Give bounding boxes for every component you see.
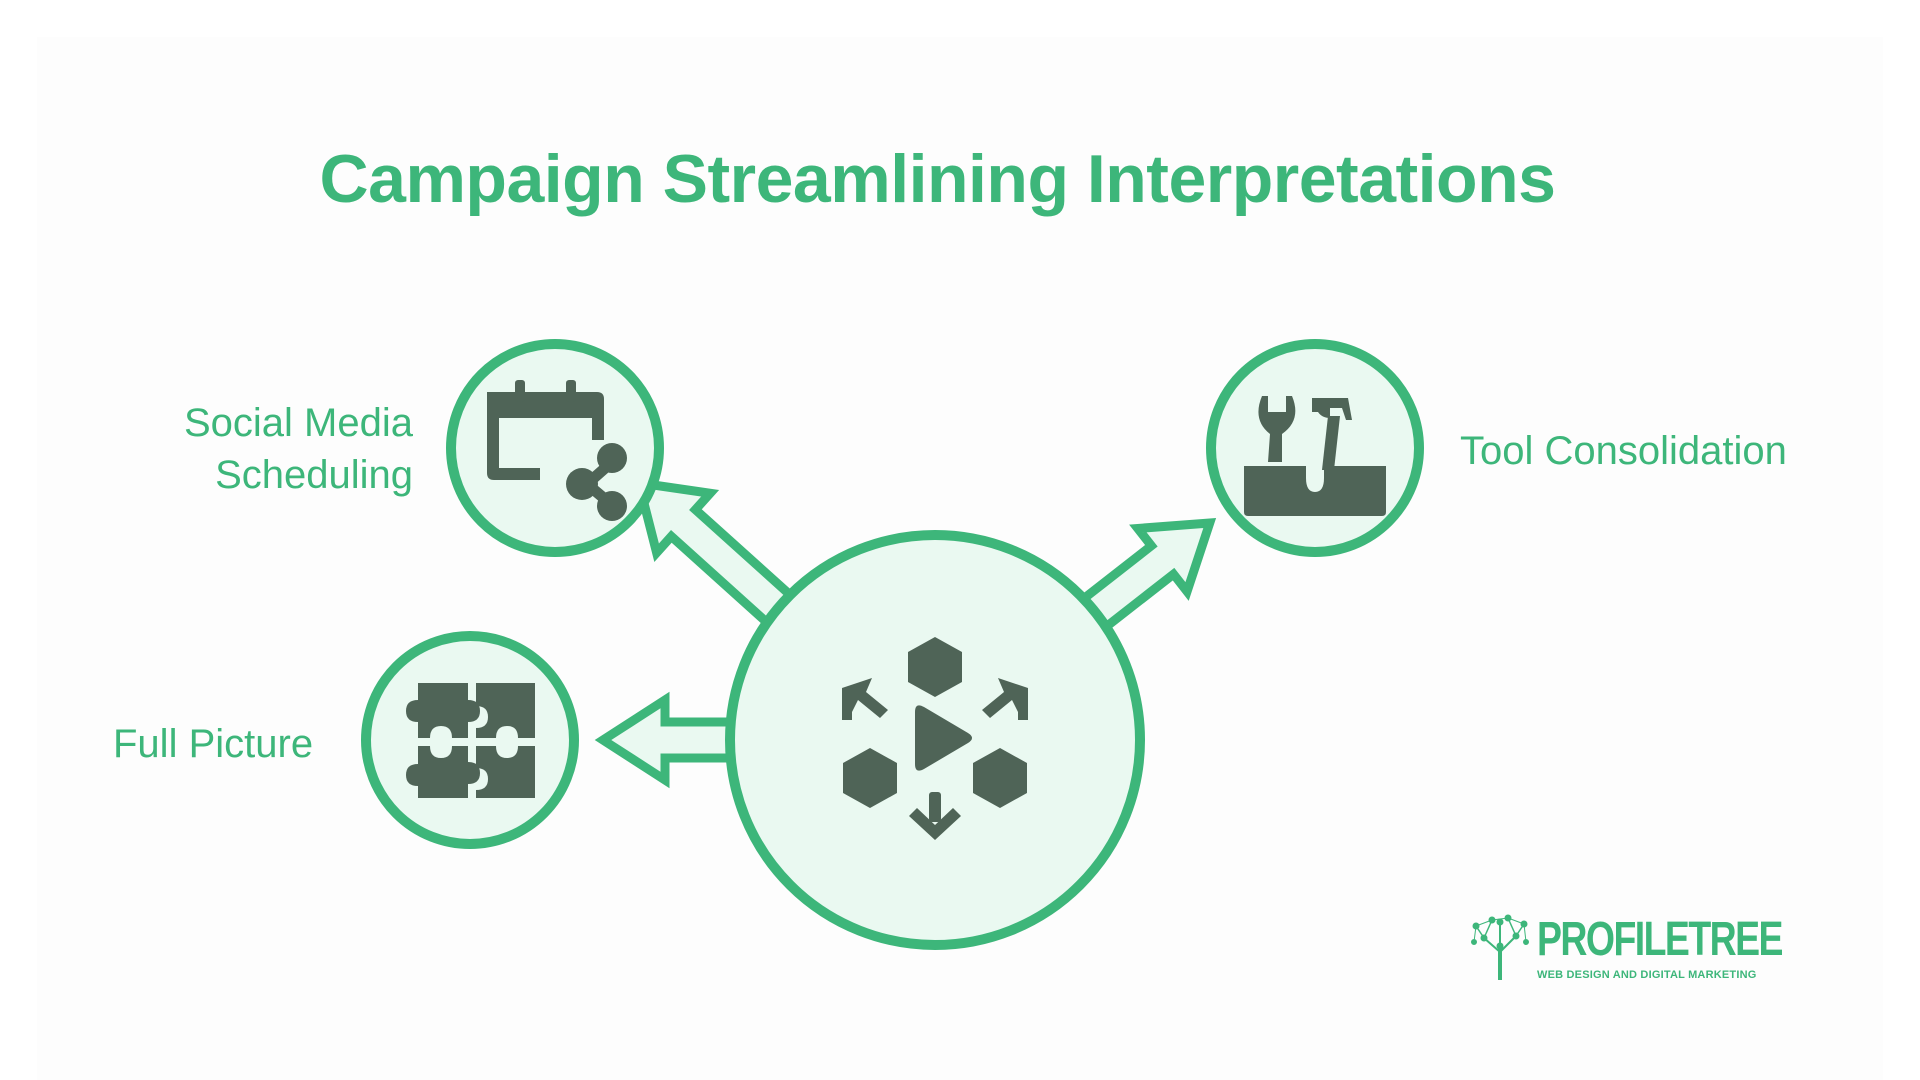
- toolbox-icon: [1244, 396, 1386, 516]
- tree-network-icon: [1471, 914, 1529, 980]
- calendar-share-icon: [487, 380, 627, 521]
- label-tool-consolidation: Tool Consolidation: [1460, 429, 1787, 473]
- label-social-line-2: Scheduling: [215, 453, 413, 497]
- logo-tagline: WEB DESIGN AND DIGITAL MARKETING: [1537, 969, 1757, 981]
- profiletree-logo: PROFILETREE WEB DESIGN AND DIGITAL MARKE…: [1470, 912, 1790, 984]
- logo-name: PROFILETREE: [1537, 913, 1784, 966]
- hexagon-cycle-play-icon: [842, 637, 1028, 840]
- node-tool-consolidation: [1206, 339, 1424, 557]
- puzzle-icon: [406, 683, 535, 798]
- node-social-media-scheduling: [446, 339, 664, 557]
- center-node: [725, 530, 1145, 950]
- diagram-title: Campaign Streamlining Interpretations: [319, 141, 1556, 217]
- node-full-picture: [361, 631, 579, 849]
- label-social-line-1: Social Media: [183, 401, 413, 445]
- arrow-to-social-media: [632, 477, 799, 630]
- label-full-picture: Full Picture: [113, 722, 314, 766]
- label-social-media-scheduling: Social Media Scheduling: [130, 397, 413, 501]
